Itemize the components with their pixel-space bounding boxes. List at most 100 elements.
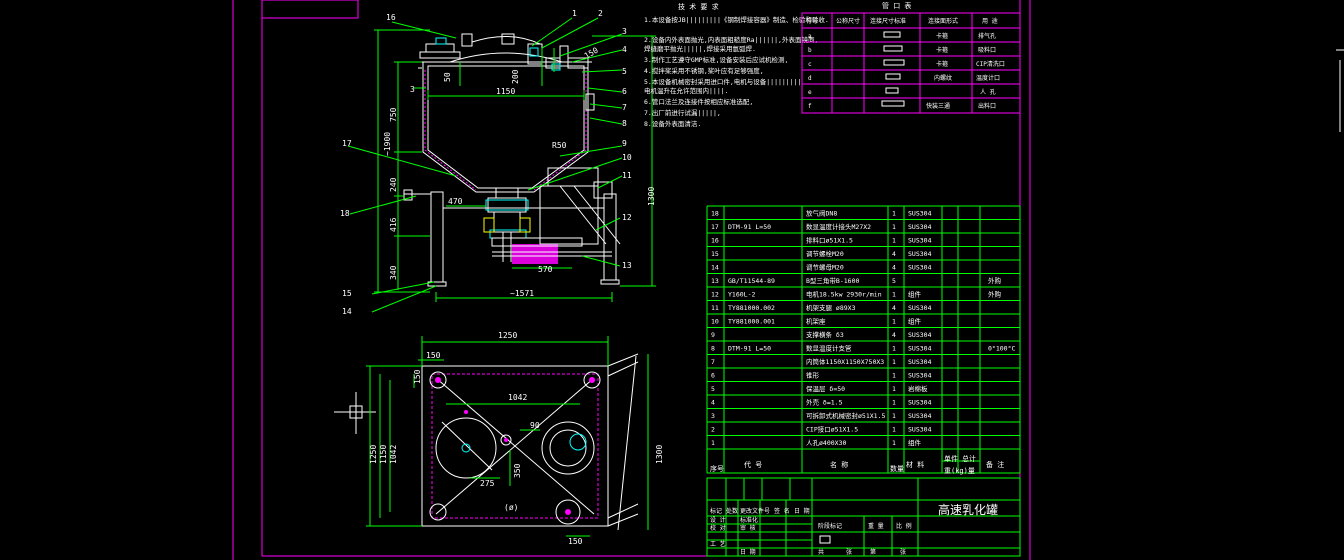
bom-h-weight: 重(kg)量	[944, 467, 975, 475]
bom-cell-r15-c5: SUS304	[908, 399, 932, 407]
bom-cell-r11-c2: DTM-91 L=50	[728, 345, 771, 353]
tb-ratio: 比 例	[896, 522, 912, 530]
bom-cell-r14-c5: 岩棉板	[908, 384, 928, 393]
bom-cell-r2-c2: DTM-91 L=50	[728, 223, 771, 231]
bom-h-seq: 序号	[710, 464, 724, 473]
bom-cell-r9-c3: 机架座	[806, 317, 826, 326]
nozzle-table-title: 管 口 表	[882, 1, 911, 10]
balloon-8: 8	[622, 119, 627, 128]
tb-mark: 标记	[710, 507, 722, 515]
nozzle-r3-use: CIP清洗口	[976, 60, 1005, 68]
tb-proc: 校 对	[710, 524, 726, 532]
bom-cell-r16-c5: SUS304	[908, 412, 932, 420]
plan-dim-1042: 1042	[508, 393, 527, 402]
plan-dim-150a: 150	[426, 351, 441, 360]
tb-tech: 工 艺	[710, 540, 726, 548]
nozzle-h-3: 连接尺寸标准	[870, 17, 906, 25]
balloon-18: 18	[340, 209, 350, 218]
tb-sign: 签 名	[774, 507, 790, 515]
plan-dim-1250v: 1250	[369, 445, 378, 464]
bom-cell-r1-c5: SUS304	[908, 210, 932, 218]
bom-cell-r10-c4: 4	[892, 331, 896, 339]
nozzle-r6-sym: f	[808, 103, 812, 110]
bom-cell-r7-c1: 12	[711, 291, 719, 299]
bom-cell-r1-c4: 1	[892, 210, 896, 218]
tb-check: 审 核	[740, 524, 756, 532]
dim-r50: R50	[552, 141, 567, 150]
tb-sheet-b: 张	[846, 548, 852, 556]
bom-cell-r8-c3: 机架支腿 ø89X3	[806, 303, 856, 312]
dim-1571: ~1571	[510, 289, 534, 298]
plan-dim-1042v: 1042	[389, 445, 398, 464]
balloon-7: 7	[622, 103, 627, 112]
bom-h-qty: 数量	[890, 464, 904, 473]
bom-cell-r10-c3: 支撑横条 δ3	[806, 330, 844, 339]
bom-h-total: 总计	[962, 454, 976, 463]
bom-cell-r13-c5: SUS304	[908, 372, 932, 380]
dim-200: 200	[511, 69, 520, 84]
balloon-4: 4	[622, 45, 627, 54]
nozzle-r2-face: 卡箍	[936, 46, 948, 54]
bom-cell-r9-c4: 1	[892, 318, 896, 326]
title-block: 标记 处数 更改文件号 签 名 日 期 设 计 标准化 校 对 审 核 工 艺 …	[706, 477, 1021, 557]
balloon-5: 5	[622, 67, 627, 76]
bom-cell-r7-c2: Y160L-2	[728, 291, 755, 299]
bom-cell-r15-c3: 外壳 δ=1.5	[806, 398, 843, 407]
bom-cell-r9-c5: 组件	[908, 317, 922, 326]
dim-1150: 1150	[496, 87, 515, 96]
balloon-12: 12	[622, 213, 632, 222]
nozzle-r6-face: 快装三通	[926, 102, 950, 110]
tech-req-line-7: 电机温升在允许范围内||||.	[644, 86, 729, 95]
nozzle-r5-use: 人 孔	[980, 88, 996, 96]
tech-req-header: 技 术 要 求	[678, 2, 719, 11]
bom-cell-r12-c4: 1	[892, 358, 896, 366]
bom-cell-r3-c4: 1	[892, 237, 896, 245]
bom-cell-r3-c5: SUS304	[908, 237, 932, 245]
bom-cell-r13-c1: 6	[711, 372, 715, 380]
bom-cell-r18-c5: 组件	[908, 438, 922, 447]
nozzle-r6-use: 出料口	[978, 102, 996, 110]
bom-cell-r5-c5: SUS304	[908, 264, 932, 272]
bom-cell-r11-c4: 1	[892, 345, 896, 353]
nozzle-h-2: 公称尺寸	[836, 17, 860, 25]
tb-std: 标准化	[740, 516, 758, 524]
bom-cell-r12-c3: 内筒体1150X1150X750X3	[806, 357, 884, 366]
bom-cell-r16-c1: 3	[711, 412, 715, 420]
bom-h-material: 材 料	[906, 460, 924, 469]
bom-cell-r8-c1: 11	[711, 304, 719, 312]
plan-dim-275: 275	[480, 479, 495, 488]
bom-cell-r6-c1: 13	[711, 277, 719, 285]
tech-req-line-1: 1.本设备按JB|||||||||《钢制焊接容器》制造、检验和验收.	[644, 15, 829, 24]
bom-h-name: 名 称	[830, 460, 848, 469]
bom-cell-r2-c4: 1	[892, 223, 896, 231]
bom-cell-r5-c4: 4	[892, 264, 896, 272]
bom-cell-r18-c3: 人孔ø400X30	[806, 439, 846, 447]
bom-cell-r4-c3: 调节螺栓M20	[806, 249, 844, 258]
bom-cell-r11-c5: SUS304	[908, 345, 932, 353]
tech-req-line-8: 6.管口法兰及连接件按相应标准选配,	[644, 97, 753, 106]
bom-cell-r16-c4: 1	[892, 412, 896, 420]
balloon-11: 11	[622, 171, 632, 180]
nozzle-r4-face: 内螺纹	[934, 74, 952, 82]
balloon-10: 10	[622, 153, 632, 162]
bom-cell-r9-c2: TY881000.001	[728, 318, 775, 326]
nozzle-h-1: 符号	[806, 17, 818, 25]
bom-cell-r18-c1: 1	[711, 439, 715, 447]
bom-cell-r15-c1: 4	[711, 399, 715, 407]
bom-cell-r1-c3: 放气阀DN8	[806, 209, 837, 218]
plan-view: 1250 150 1042 90 275 (ø) 150 150 350 125…	[334, 331, 664, 546]
bom-cell-r11-c3: 数显温度计支管	[806, 344, 852, 353]
bom-cell-r14-c1: 5	[711, 385, 715, 393]
tb-sheet-c: 第	[870, 548, 876, 556]
tb-design: 设 计	[710, 516, 726, 524]
dim-1300: 1300	[647, 187, 656, 206]
bom-cell-r8-c4: 4	[892, 304, 896, 312]
balloon-9: 9	[622, 139, 627, 148]
drawing-title: 高速乳化罐	[938, 502, 998, 517]
tech-req-line-3: 焊缝磨平抛光|||||,焊接采用氩弧焊.	[644, 44, 756, 53]
bom-cell-r7-c5: 组件	[908, 290, 922, 299]
dim-750: 750	[389, 107, 398, 122]
